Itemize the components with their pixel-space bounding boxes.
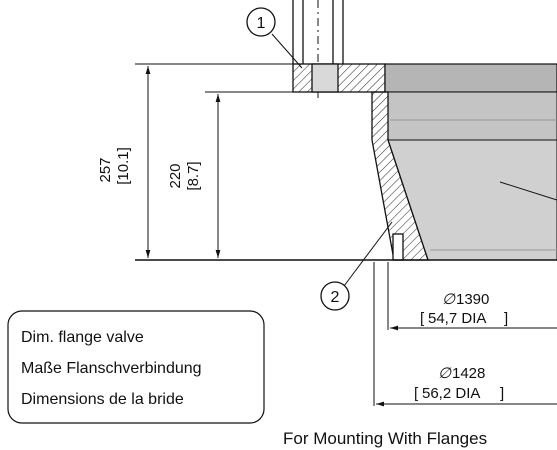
height-extension-lines — [135, 63, 372, 93]
callout-2-circle — [320, 281, 350, 311]
dim-1390-in: 54,7 DIA — [428, 310, 486, 327]
dim-220-in: [8.7] — [185, 161, 202, 190]
dim-1390-mm: 1390 — [456, 291, 489, 308]
dim-1390-in-open: [ — [420, 310, 425, 327]
legend-line-2: Maße Flanschverbindung — [21, 360, 202, 377]
valve-body — [384, 63, 557, 261]
callout-2-leader — [343, 221, 393, 287]
body-leader — [499, 181, 557, 201]
dia-symbol-1428: ∅ — [438, 365, 452, 382]
dia-symbol-1390: ∅ — [442, 291, 456, 308]
bolt-shaft — [292, 0, 344, 100]
dim-1428-in: 56,2 DIA — [422, 385, 480, 402]
legend-line-1: Dim. flange valve — [21, 329, 144, 346]
dim-257-in: [10.1] — [115, 147, 132, 185]
dia-reference-lines — [373, 262, 389, 406]
dim-1428-mm: 1428 — [452, 365, 485, 382]
dim-257-mm: 257 — [97, 157, 114, 182]
dim-1428-in-close: ] — [500, 385, 504, 402]
legend-line-3: Dimensions de la bride — [21, 391, 184, 408]
callout-1-circle — [246, 7, 276, 37]
dim-1390-in-close: ] — [504, 310, 508, 327]
flange-plate — [292, 63, 386, 93]
caption: For Mounting With Flanges — [283, 429, 487, 448]
pin — [392, 233, 404, 261]
callout-2-number: 2 — [331, 289, 340, 306]
callout-1-number: 1 — [257, 15, 266, 32]
dim-1428-in-open: [ — [414, 385, 419, 402]
callout-1-leader — [271, 33, 303, 69]
dim-220-mm: 220 — [167, 163, 184, 188]
legend-box — [7, 310, 265, 424]
